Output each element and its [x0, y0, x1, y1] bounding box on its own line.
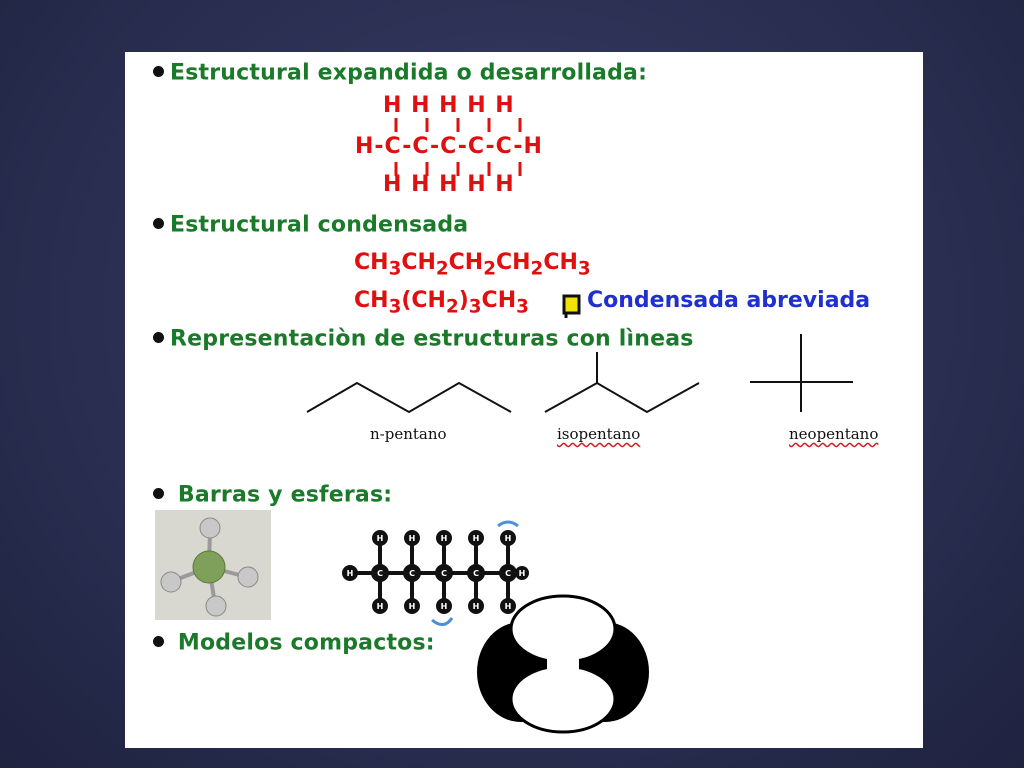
atom-bottom-h	[436, 598, 452, 614]
pentane-ball-stick: H H H H H H C C C C C H H H H H H	[342, 520, 529, 626]
atom-label: H	[409, 602, 416, 611]
hydrogen-atom	[205, 595, 227, 617]
skeletal-structures	[306, 334, 853, 414]
atom-mid	[371, 564, 389, 582]
atom-label: H	[409, 534, 416, 543]
atom-label: H	[377, 602, 384, 611]
atom-label: H	[505, 602, 512, 611]
condensed-line-1: CH3CH2CH2CH2CH3	[354, 250, 591, 280]
highlight-arc-icon	[431, 617, 454, 626]
atom-mid	[435, 564, 453, 582]
atom-label: H	[347, 569, 354, 578]
expanded-middle-row: H-C-C-C-C-C-H	[355, 134, 543, 159]
bullet-icon	[153, 217, 164, 229]
heading-condensada-label: Estructural condensada	[170, 212, 469, 238]
atom-mid	[499, 564, 517, 582]
label-n-pentano: n-pentano	[370, 425, 447, 443]
condensada-abreviada-label: Condensada abreviada	[587, 288, 871, 313]
atom-label: H	[473, 534, 480, 543]
heading-lineas-label: Representaciòn de estructuras con lìneas	[170, 326, 694, 352]
atom-label: C	[473, 569, 479, 578]
hydrogen-atom	[199, 517, 221, 539]
atom-label: H	[377, 534, 384, 543]
sphere-top	[509, 594, 617, 664]
label-neopentano: neopentano	[789, 425, 879, 443]
atom-mid	[467, 564, 485, 582]
atom-top-h	[500, 530, 516, 546]
heading-lineas: Representaciòn de estructuras con lìneas	[153, 326, 694, 352]
atom-bottom-h	[404, 598, 420, 614]
bullet-icon	[153, 65, 164, 77]
label-isopentano: isopentano	[557, 425, 641, 443]
space-filling-model	[477, 594, 649, 734]
atom-top-h	[372, 530, 388, 546]
condensed-line-2: CH3(CH2)3CH3	[354, 288, 529, 318]
carbon-atom	[192, 550, 226, 584]
atom-label: C	[505, 569, 511, 578]
expanded-bottom-row: H H H H H	[383, 172, 515, 197]
atom-label: H	[441, 534, 448, 543]
heading-expandida-label: Estructural expandida o desarrollada:	[170, 60, 648, 86]
bullet-icon	[153, 331, 164, 343]
heading-condensada: Estructural condensada	[153, 212, 468, 238]
sphere-bottom	[509, 664, 617, 734]
heading-barras-label: Barras y esferas:	[177, 482, 393, 508]
heading-expandida: Estructural expandida o desarrollada:	[153, 60, 647, 86]
atom-label: C	[377, 569, 383, 578]
atom-top-h	[436, 530, 452, 546]
n-pentano-skeleton	[306, 381, 512, 414]
bullet-icon	[153, 635, 164, 647]
slide: Estructural expandida o desarrollada: H …	[125, 52, 923, 748]
heading-compactos-label: Modelos compactos:	[177, 630, 435, 656]
atom-top-h	[404, 530, 420, 546]
heading-barras: Barras y esferas:	[153, 482, 392, 508]
expanded-top-row: H H H H H	[383, 93, 515, 118]
atom-label: H	[519, 569, 526, 578]
methane-ball-stick-image	[155, 510, 271, 620]
arrow-marker-icon	[562, 294, 581, 318]
isopentano-skeleton	[544, 381, 700, 414]
atom-top-h	[468, 530, 484, 546]
expanded-bonds	[394, 118, 522, 176]
bullet-icon	[153, 487, 164, 499]
hydrogen-atom	[237, 566, 259, 588]
hydrogen-atom	[160, 571, 182, 593]
heading-compactos: Modelos compactos:	[153, 630, 435, 656]
atom-bottom-h	[372, 598, 388, 614]
atom-label: H	[473, 602, 480, 611]
atom-bottom-h	[500, 598, 516, 614]
atom-label: C	[409, 569, 415, 578]
atom-mid	[515, 566, 529, 580]
atom-label: C	[441, 569, 447, 578]
atom-mid	[403, 564, 421, 582]
highlight-arc-icon	[497, 520, 519, 528]
atom-bottom-h	[468, 598, 484, 614]
atom-label: H	[441, 602, 448, 611]
atom-mid	[342, 565, 358, 581]
atom-label: H	[505, 534, 512, 543]
